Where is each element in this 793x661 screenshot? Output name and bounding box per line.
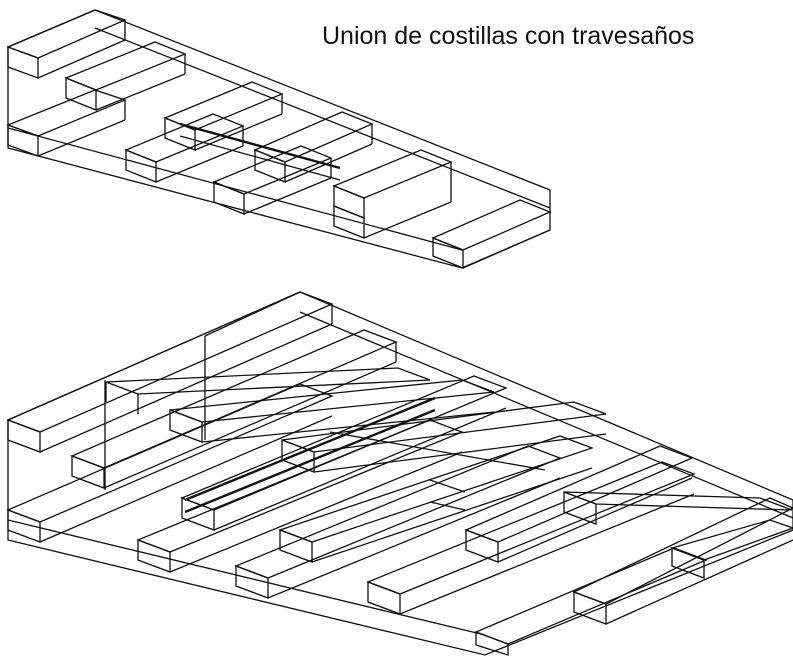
- bottom-rib-6: [180, 375, 508, 531]
- bottom-rib-1: [6, 291, 334, 453]
- top-rib-4: [163, 81, 284, 151]
- bottom-rib-16: [474, 547, 708, 656]
- top-assembly: [6, 9, 552, 269]
- top-crossbeam: [179, 122, 341, 170]
- top-rib-2: [64, 41, 187, 111]
- bottom-rib-7: [136, 419, 464, 573]
- top-rib-1: [6, 9, 127, 79]
- bottom-rib-2: [70, 329, 398, 489]
- bottom-rib-13: [563, 491, 793, 525]
- top-rib-8: [332, 149, 453, 239]
- bottom-rib-10: [234, 445, 562, 599]
- bottom-rib-12: [366, 461, 696, 615]
- bottom-crossbeam-side: [329, 431, 546, 471]
- bottom-plate-edge: [7, 519, 486, 636]
- bottom-rib-14: [572, 497, 793, 625]
- top-rib-6: [253, 111, 374, 183]
- bottom-rib-4: [169, 379, 495, 443]
- bottom-assembly: [6, 291, 793, 656]
- top-plate-back-edge: [94, 27, 551, 209]
- top-rib-7: [212, 145, 333, 215]
- diagram-title: Union de costillas con travesaños: [322, 22, 695, 50]
- bottom-rib-5: [105, 367, 431, 414]
- top-rib-3: [6, 89, 127, 157]
- bottom-rib-15: [669, 519, 793, 579]
- top-rib-9: [431, 199, 552, 269]
- bottom-crossbeam: [184, 408, 436, 514]
- top-plate-edge: [7, 127, 463, 251]
- bottom-rib-11: [464, 445, 694, 563]
- bottom-rib-8: [281, 401, 607, 473]
- bottom-plate-back-edge: [299, 311, 793, 519]
- bottom-rib-3: [6, 383, 334, 543]
